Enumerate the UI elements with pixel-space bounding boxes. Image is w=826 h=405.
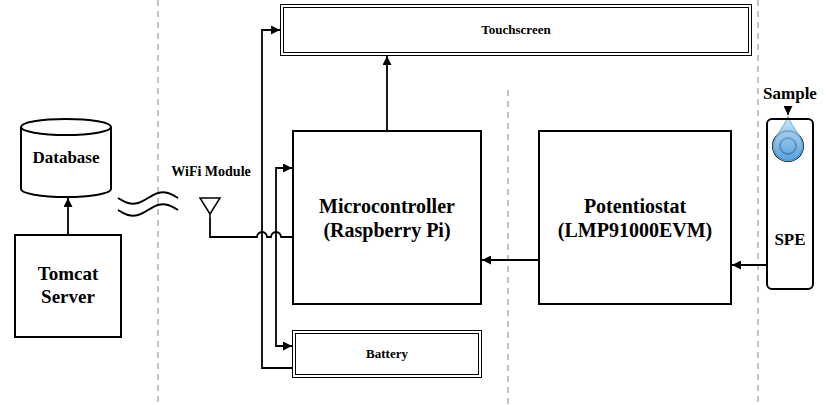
wave-line	[118, 192, 178, 203]
separators	[158, 0, 758, 405]
sample-arrow	[787, 106, 789, 115]
node-text: Microcontroller	[319, 194, 455, 218]
node-text: Battery	[366, 346, 408, 362]
microcontroller-box: Microcontroller(Raspberry Pi)	[292, 130, 482, 305]
connector-arrow	[67, 198, 69, 234]
battery-box: Battery	[292, 330, 482, 378]
node-text: (Raspberry Pi)	[323, 218, 450, 242]
connector-arrow	[210, 218, 292, 237]
node-text: Tomcat Server	[20, 263, 116, 309]
touchscreen-box: Touchscreen	[280, 4, 752, 56]
potentiostat-box: Potentiostat(LMP91000EVM)	[538, 130, 732, 305]
wifi-module: WiFi Module	[160, 160, 262, 218]
connector-arrow	[262, 30, 292, 368]
node-text: Touchscreen	[481, 22, 550, 38]
connector-arrow	[276, 168, 292, 346]
electrode-strip: SPE	[766, 118, 814, 290]
node-text: WiFi Module	[171, 164, 250, 181]
wireless-break-symbol	[118, 192, 178, 215]
sample-label: Sample	[754, 84, 826, 104]
sample-drop	[773, 116, 803, 161]
antenna-triangle	[200, 198, 220, 218]
cylinder-top	[21, 119, 111, 135]
connector-arrow	[482, 259, 538, 261]
server-box: Tomcat Server	[14, 234, 122, 338]
node-text: (LMP91000EVM)	[558, 218, 712, 242]
connector-layer	[68, 30, 766, 368]
database-cylinder: Database	[20, 118, 112, 198]
separator-line	[157, 0, 159, 405]
separator-line	[507, 90, 509, 405]
separator-line	[757, 0, 759, 405]
sample-illustration	[773, 106, 803, 161]
wave-line	[118, 204, 178, 215]
node-text: SPE	[774, 230, 805, 250]
connector-arrow	[732, 264, 766, 266]
connector-arrow	[386, 56, 388, 130]
node-text: Potentiostat	[584, 194, 686, 218]
node-text: Database	[32, 148, 99, 168]
cylinder-body	[21, 127, 111, 197]
